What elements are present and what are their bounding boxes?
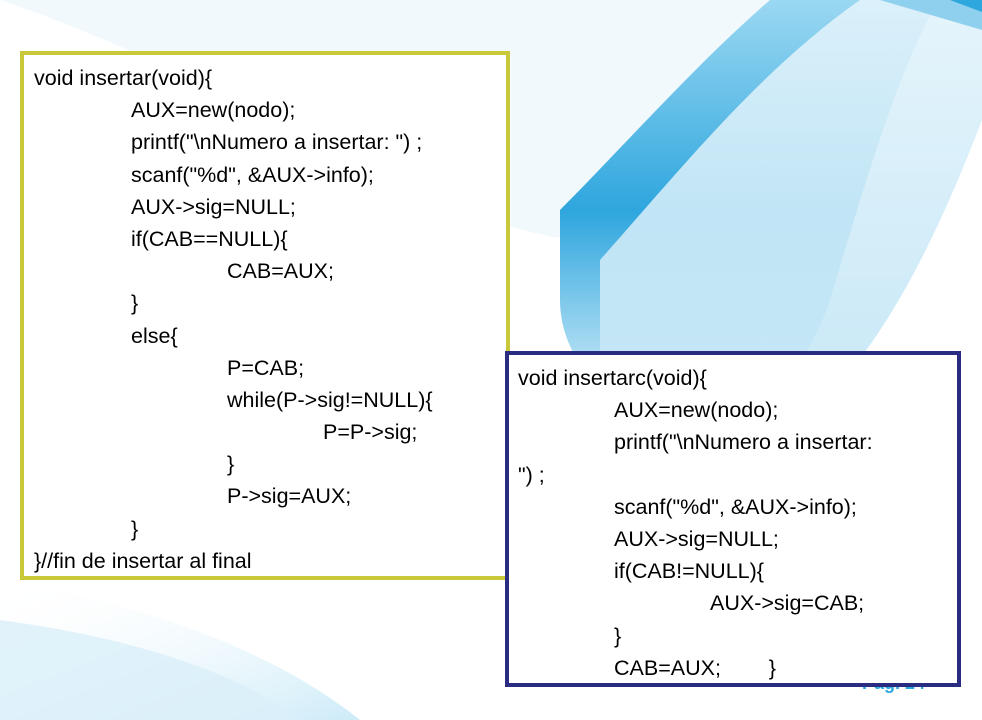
code-line: printf("\nNumero a insertar:: [614, 430, 873, 455]
code-line: P->sig=AUX;: [227, 484, 352, 509]
code-line: printf("\nNumero a insertar: ") ;: [131, 130, 423, 155]
code-line: }//fin de insertar al final: [34, 548, 252, 573]
code-line: AUX=new(nodo);: [131, 98, 296, 123]
code-line: CAB=AUX;: [227, 259, 334, 284]
code-line: AUX->sig=NULL;: [614, 526, 779, 551]
code-line: scanf("%d", &AUX->info);: [614, 494, 857, 519]
code-block-insertar: void insertar(void){ AUX=new(nodo); prin…: [20, 51, 510, 580]
code-block-insertarc: void insertarc(void){ AUX=new(nodo); pri…: [505, 351, 961, 687]
code-line: if(CAB!=NULL){: [614, 559, 764, 584]
code-line: }: [614, 623, 622, 648]
code-line: AUX->sig=CAB;: [710, 591, 865, 616]
code-line: while(P->sig!=NULL){: [227, 387, 433, 412]
code-line: P=CAB;: [227, 355, 305, 380]
code-line: P=P->sig;: [323, 420, 418, 445]
code-line: AUX->sig=NULL;: [131, 194, 296, 219]
code-line: }: [227, 452, 235, 477]
code-line: if(CAB==NULL){: [131, 226, 288, 251]
code-line: void insertarc(void){: [518, 366, 707, 390]
code-line: CAB=AUX; }: [614, 655, 776, 680]
code-line: void insertar(void){: [34, 66, 213, 90]
code-line: scanf("%d", &AUX->info);: [131, 162, 374, 187]
code-line: }: [131, 516, 139, 541]
code-line: }: [131, 291, 139, 316]
code-line: else{: [131, 323, 178, 348]
code-line: ") ;: [518, 462, 545, 487]
code-line: AUX=new(nodo);: [614, 398, 779, 423]
